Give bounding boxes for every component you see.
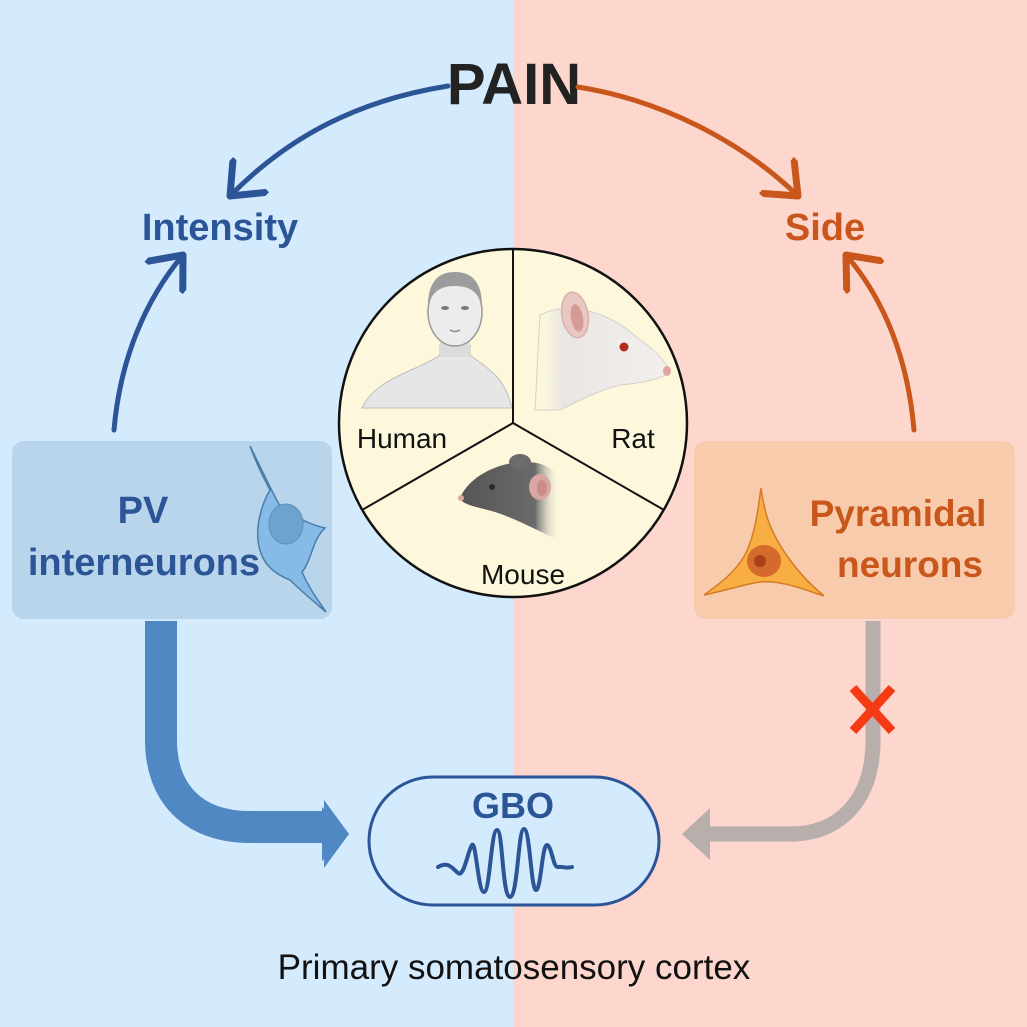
human-illustration [361,272,513,409]
gbo-label: GBO [472,785,554,826]
oscillation-wave-icon [436,827,574,899]
arrow-pv-to-gbo [145,621,330,843]
pyramidal-label-line2: neurons [837,544,983,585]
gbo-node: GBO [367,775,661,907]
side-label: Side [785,207,865,249]
species-label-human: Human [357,423,447,454]
pyramidal-neuron-icon [703,487,825,597]
caption: Primary somatosensory cortex [278,948,751,987]
pv-label-line2: interneurons [28,542,260,584]
arrow-pain-to-side [575,84,798,196]
species-label-rat: Rat [611,423,655,454]
species-pie: Human Rat Mouse [337,247,689,599]
pyramidal-label-line1: Pyramidal [810,493,987,534]
arrow-pv-to-intensity [111,255,183,433]
species-label-mouse: Mouse [481,559,565,590]
rat-illustration [534,291,671,411]
arrow-pyramidal-to-gbo-head [682,808,710,860]
cross-icon [849,684,896,735]
intensity-label: Intensity [142,207,298,249]
pv-label-line1: PV [118,490,169,532]
arrow-pyramidal-to-gbo [710,621,881,842]
interneuron-cell-icon [249,445,327,613]
title-pain: PAIN [447,52,581,117]
mouse-illustration [458,454,560,540]
arrow-pain-to-intensity [230,83,451,196]
pv-interneurons-box: PV interneurons [12,441,332,619]
pyramidal-neurons-box: Pyramidal neurons [694,441,1015,619]
arrow-pyramidal-to-side [846,255,917,433]
